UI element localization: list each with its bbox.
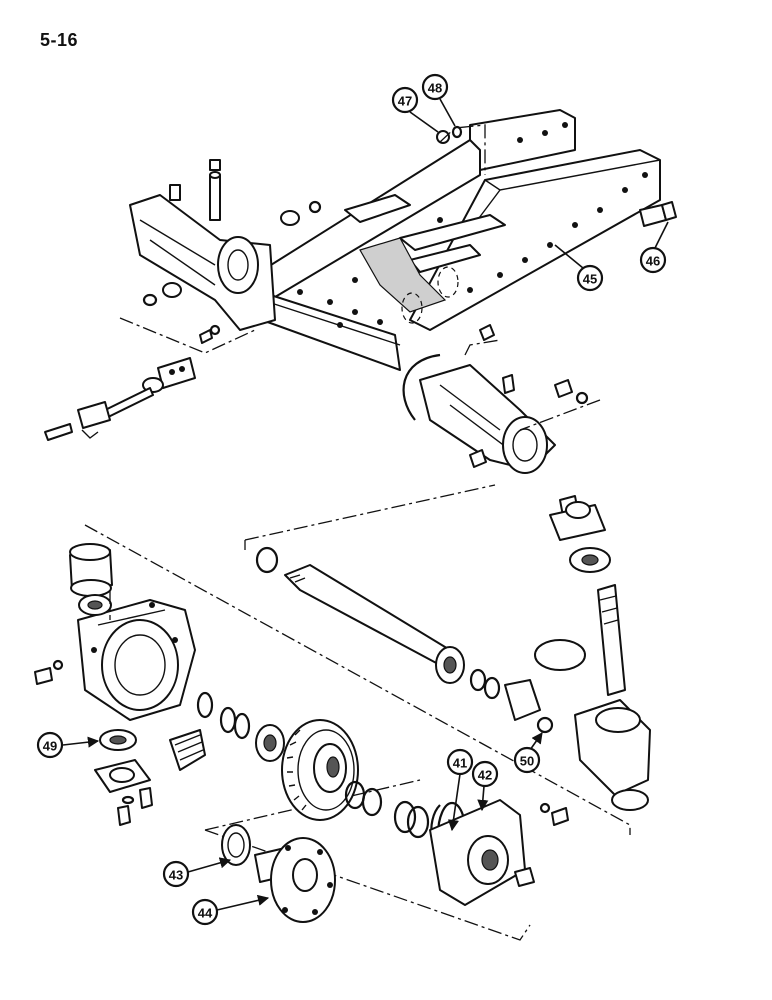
svg-text:44: 44 bbox=[198, 906, 213, 921]
svg-text:46: 46 bbox=[646, 254, 660, 269]
right-axle-housing bbox=[402, 324, 601, 474]
svg-text:42: 42 bbox=[478, 768, 492, 783]
svg-text:49: 49 bbox=[43, 739, 57, 754]
hub-flange bbox=[221, 824, 336, 923]
callout-42: 42 bbox=[471, 760, 499, 812]
svg-text:43: 43 bbox=[169, 868, 183, 883]
axle-shaft bbox=[255, 546, 501, 700]
callout-45: 45 bbox=[554, 244, 604, 292]
ring-gear bbox=[281, 719, 359, 821]
callout-48: 48 bbox=[421, 73, 456, 127]
front-frame bbox=[254, 109, 661, 371]
callout-46: 46 bbox=[639, 221, 669, 274]
callout-47: 47 bbox=[391, 86, 439, 133]
svg-text:41: 41 bbox=[453, 756, 467, 771]
pinion-gear bbox=[169, 729, 206, 771]
left-final-drive-housing bbox=[34, 543, 196, 721]
spacer-washers bbox=[196, 691, 285, 762]
svg-text:48: 48 bbox=[428, 81, 442, 96]
callout-49: 49 bbox=[36, 731, 100, 759]
shims bbox=[344, 780, 430, 839]
left-axle-housing bbox=[119, 159, 322, 354]
steering-pivot bbox=[504, 495, 651, 811]
svg-text:50: 50 bbox=[520, 754, 534, 769]
svg-text:45: 45 bbox=[583, 272, 597, 287]
differential-cover bbox=[429, 799, 569, 906]
callout-44: 44 bbox=[191, 894, 270, 926]
svg-text:47: 47 bbox=[398, 94, 412, 109]
nut-washer bbox=[436, 124, 486, 175]
bearing-and-flange bbox=[94, 729, 153, 826]
callout-41: 41 bbox=[446, 748, 474, 832]
tie-rod-assembly bbox=[44, 324, 221, 441]
callout-43: 43 bbox=[162, 857, 232, 888]
page-number: 5-16 bbox=[40, 30, 79, 50]
frame-bolt bbox=[639, 201, 677, 227]
callout-50: 50 bbox=[513, 732, 543, 774]
